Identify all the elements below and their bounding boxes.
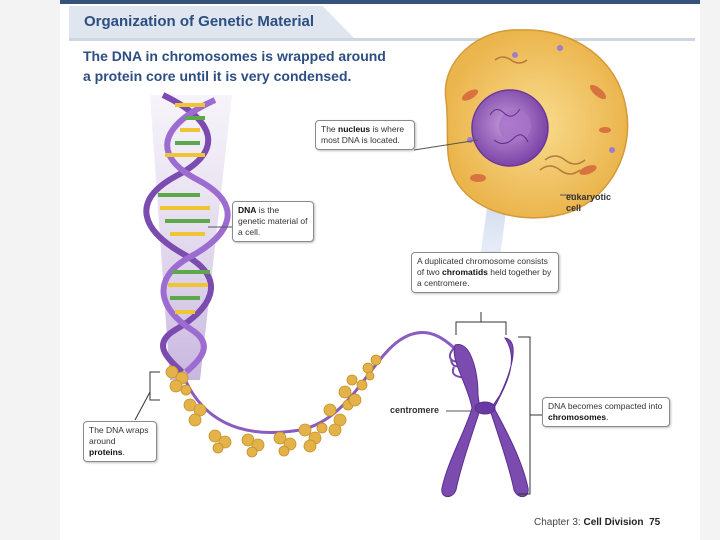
dna-strand: [180, 331, 463, 434]
centromere-label: centromere: [390, 405, 440, 415]
eukaryotic-cell-label-line-2: cell: [566, 203, 582, 213]
proteins-callout-term: proteins: [89, 447, 123, 457]
chromatid-callout: A duplicated chromosome consists of two …: [411, 252, 559, 293]
top-bar: [0, 0, 720, 4]
nucleosome-fiber: [165, 354, 382, 458]
dna-double-helix: [143, 92, 231, 375]
eukaryotic-cell-label: eukaryotic cell: [566, 192, 611, 214]
chromosomes-callout-term: chromosomes: [548, 412, 607, 422]
dna-callout-text: is the genetic material of a cell.: [238, 205, 308, 237]
footer-section: Cell Division: [583, 517, 644, 528]
eukaryotic-cell-label-line-1: eukaryotic: [566, 192, 612, 202]
chromosomes-callout-text-2: .: [606, 412, 609, 422]
chromosome-bracket: [518, 336, 543, 495]
proteins-callout: The DNA wraps around proteins.: [83, 421, 157, 462]
left-margin: [0, 0, 60, 540]
chromatid-callout-term: chromatids: [442, 267, 488, 277]
nucleus: [471, 89, 549, 167]
title-divider: [69, 38, 695, 41]
nucleus-callout-text-1: The: [321, 124, 339, 134]
chromosome: [441, 337, 529, 497]
page-title: Organization of Genetic Material: [84, 13, 315, 30]
leader-lines: [208, 139, 575, 412]
intro-text: The DNA in chromosomes is wrapped around…: [83, 46, 443, 86]
intro-line-1: The DNA in chromosomes is wrapped around: [83, 48, 386, 64]
chromatid-bracket: [455, 312, 507, 335]
proteins-callout-text-2: .: [122, 447, 125, 457]
footer-chapter: Chapter 3:: [534, 517, 584, 528]
chromatid-callout-text-1: A duplicated chromosome consists of two: [417, 256, 548, 277]
nucleus-callout-term: nucleus: [338, 124, 371, 134]
dna-callout: DNA is the genetic material of a cell.: [232, 201, 314, 242]
intro-line-2: a protein core until it is very condense…: [83, 68, 352, 84]
dna-callout-term: DNA: [238, 205, 257, 215]
nucleosome-bracket: [134, 371, 160, 421]
nucleus-callout-text-2: is where most DNA is located.: [321, 124, 405, 145]
title-tab: [69, 6, 354, 38]
right-margin: [700, 0, 720, 540]
proteins-callout-text-1: The DNA wraps around: [89, 425, 149, 446]
page-footer: Chapter 3: Cell Division 75: [534, 517, 660, 528]
nucleus-callout: The nucleus is where most DNA is located…: [315, 120, 415, 150]
page-number: 75: [649, 517, 661, 528]
chromatid-callout-text-2: held together by a centromere.: [417, 267, 552, 288]
chromosomes-callout: DNA becomes compacted into chromosomes.: [542, 397, 670, 427]
chromosomes-callout-text-1: DNA becomes compacted into: [548, 401, 663, 411]
